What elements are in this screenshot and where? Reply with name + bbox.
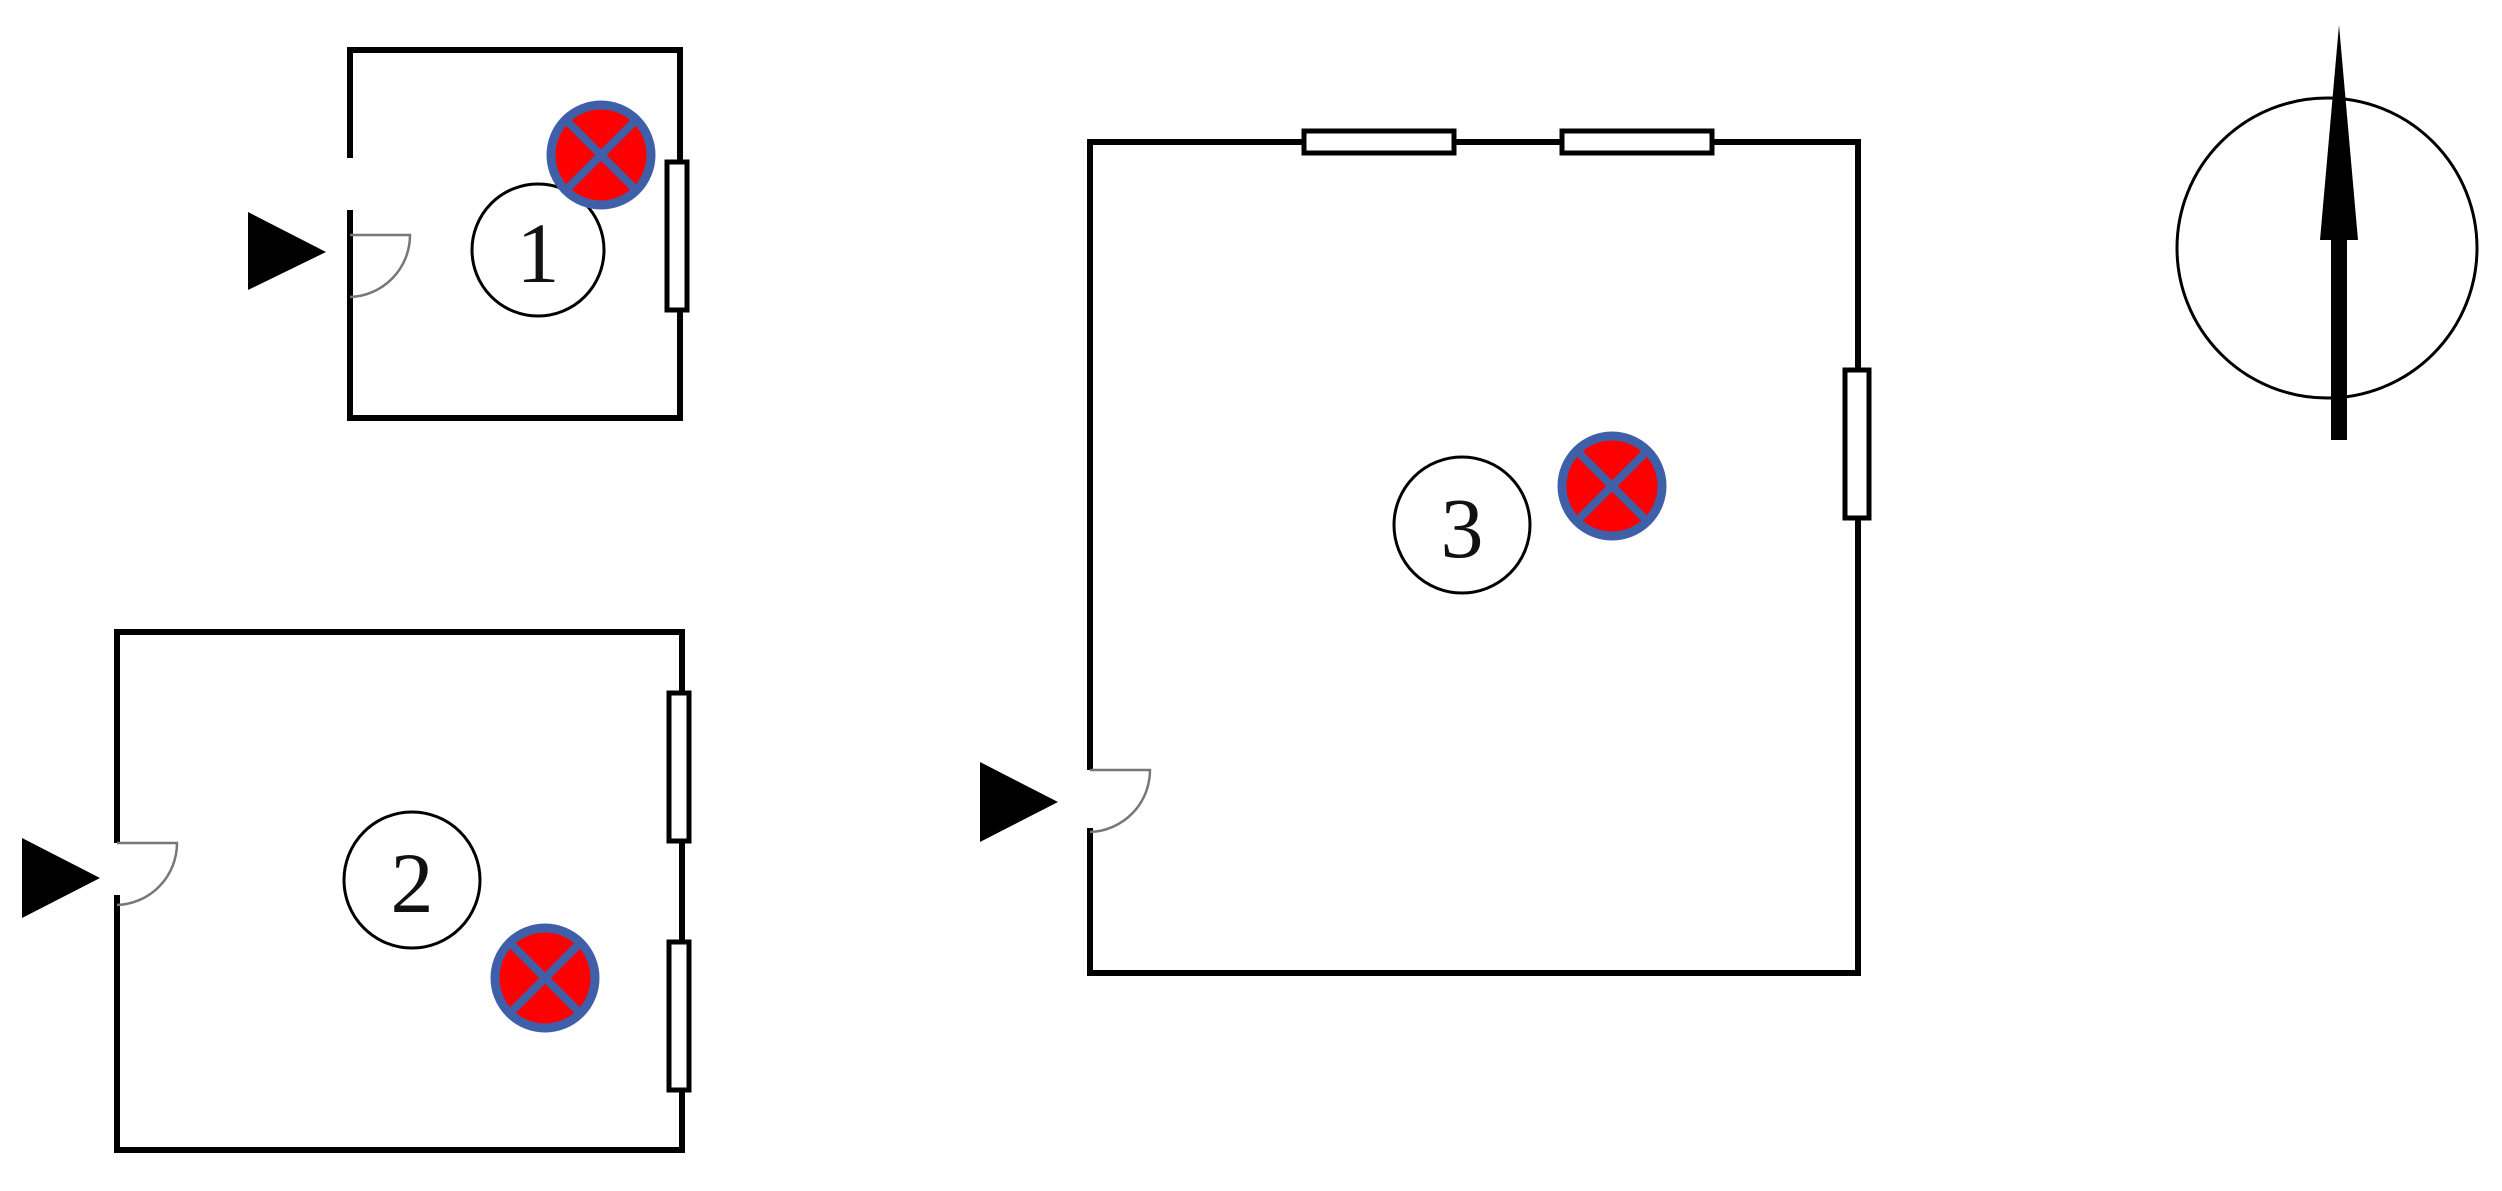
room-1-number-circle [470,182,606,318]
window-icon [1301,128,1457,156]
door-swing-icon [1089,768,1152,834]
window-icon [1842,367,1872,521]
entrance-arrow-icon [22,838,100,918]
door-swing-icon [116,841,179,907]
room-3-number-circle [1392,455,1532,595]
north-arrow-icon [2175,25,2479,440]
entrance-arrow-icon [248,212,326,290]
room-3-number: 3 [1441,480,1484,576]
crossed-circle-marker-icon [1557,431,1667,541]
room-2-walls [114,629,685,1153]
window-icon [666,690,692,844]
room-1: 1 [248,47,690,421]
room-2-number: 2 [391,835,434,931]
entrance-arrow-icon [980,762,1058,842]
door-swing-icon [349,233,412,299]
window-icon [1559,128,1715,156]
room-3-walls [1087,139,1861,976]
room-1-number: 1 [517,205,560,301]
room-2-number-circle [342,810,482,950]
crossed-circle-marker-icon [546,100,656,210]
room-3: 3 [980,128,1872,976]
crossed-circle-marker-icon [490,923,600,1033]
room-2: 2 [22,629,692,1153]
window-icon [664,159,690,313]
window-icon [666,939,692,1093]
